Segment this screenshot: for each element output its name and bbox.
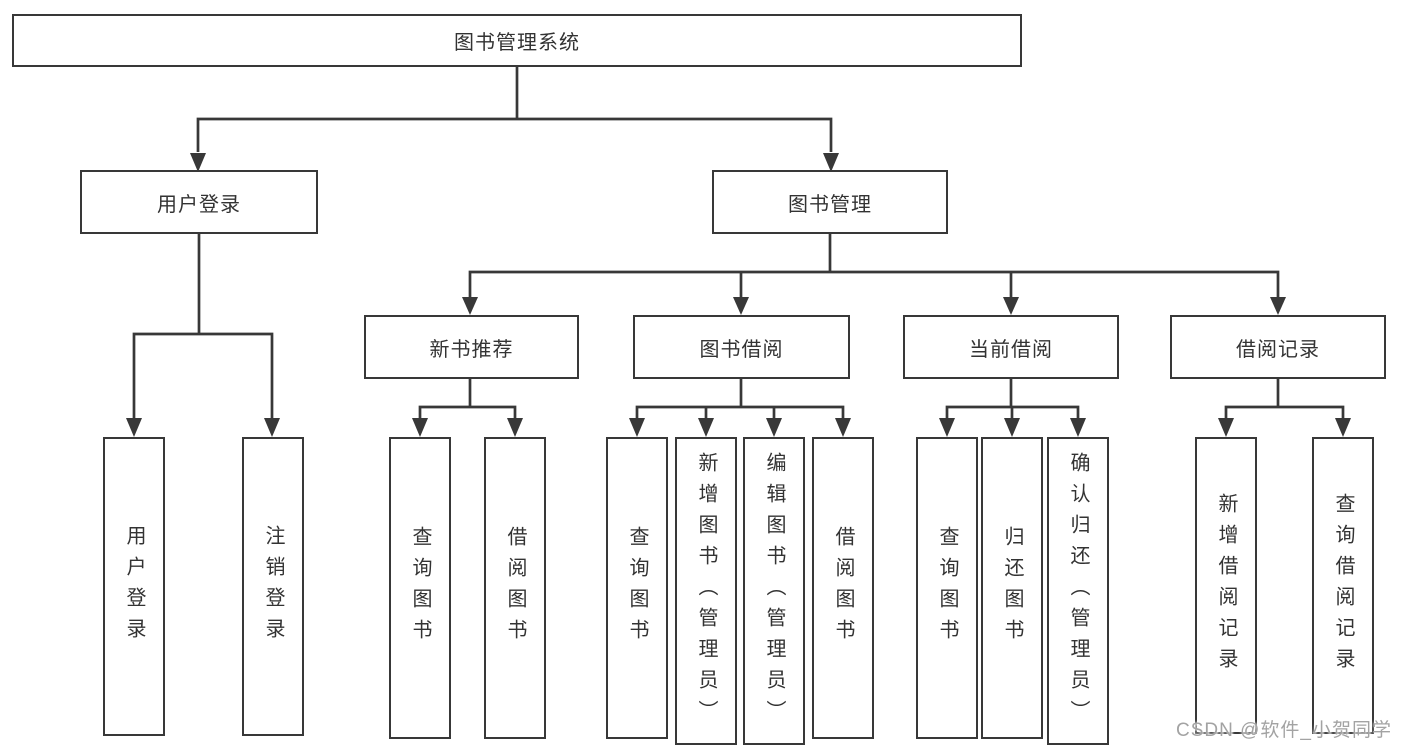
leaf-records-query-record: 查询借阅记录 (1312, 437, 1374, 734)
leaf-records-add-record: 新增借阅记录 (1195, 437, 1257, 734)
connector-user-branch (132, 332, 274, 418)
leaf-borrow-add-books-admin: 新增图书（管理员） (675, 437, 737, 745)
arrowhead (1070, 418, 1086, 437)
arrowhead (698, 418, 714, 437)
connector-root-branch (196, 117, 833, 152)
arrowhead (190, 153, 206, 172)
arrowhead (733, 297, 749, 315)
arrowhead (766, 418, 782, 437)
connector-recommend-branch (418, 405, 517, 418)
arrowhead (264, 418, 280, 437)
node-new-book-recommend: 新书推荐 (364, 315, 579, 379)
arrowhead (412, 418, 428, 437)
leaf-user-login: 用户登录 (103, 437, 165, 736)
connector-book-branch (468, 270, 1280, 297)
node-user-login: 用户登录 (80, 170, 318, 234)
connector-records-branch (1224, 405, 1345, 418)
leaf-borrow-query-books: 查询图书 (606, 437, 668, 739)
leaf-current-confirm-return-admin: 确认归还（管理员） (1047, 437, 1109, 745)
arrowhead (939, 418, 955, 437)
node-library-management-system: 图书管理系统 (12, 14, 1022, 67)
arrowhead (1335, 418, 1351, 437)
node-book-borrowing: 图书借阅 (633, 315, 850, 379)
leaf-recommend-borrow-books: 借阅图书 (484, 437, 546, 739)
csdn-watermark: CSDN @软件_小贺同学 (1176, 720, 1392, 741)
node-book-management: 图书管理 (712, 170, 948, 234)
arrowhead (1218, 418, 1234, 437)
leaf-borrow-borrow-books: 借阅图书 (812, 437, 874, 739)
leaf-current-query-books: 查询图书 (916, 437, 978, 739)
arrowhead (629, 418, 645, 437)
arrowhead (1004, 418, 1020, 437)
arrowhead (126, 418, 142, 437)
arrowhead (823, 153, 839, 172)
leaf-current-return-books: 归还图书 (981, 437, 1043, 739)
leaf-borrow-edit-books-admin: 编辑图书（管理员） (743, 437, 805, 745)
arrowhead (1270, 297, 1286, 315)
leaf-recommend-query-books: 查询图书 (389, 437, 451, 739)
leaf-logout: 注销登录 (242, 437, 304, 736)
node-borrowing-records: 借阅记录 (1170, 315, 1386, 379)
arrowhead (462, 297, 478, 315)
connector-borrow-branch (635, 405, 845, 418)
node-current-borrowing: 当前借阅 (903, 315, 1119, 379)
arrowhead (1003, 297, 1019, 315)
arrowhead (507, 418, 523, 437)
arrowhead (835, 418, 851, 437)
